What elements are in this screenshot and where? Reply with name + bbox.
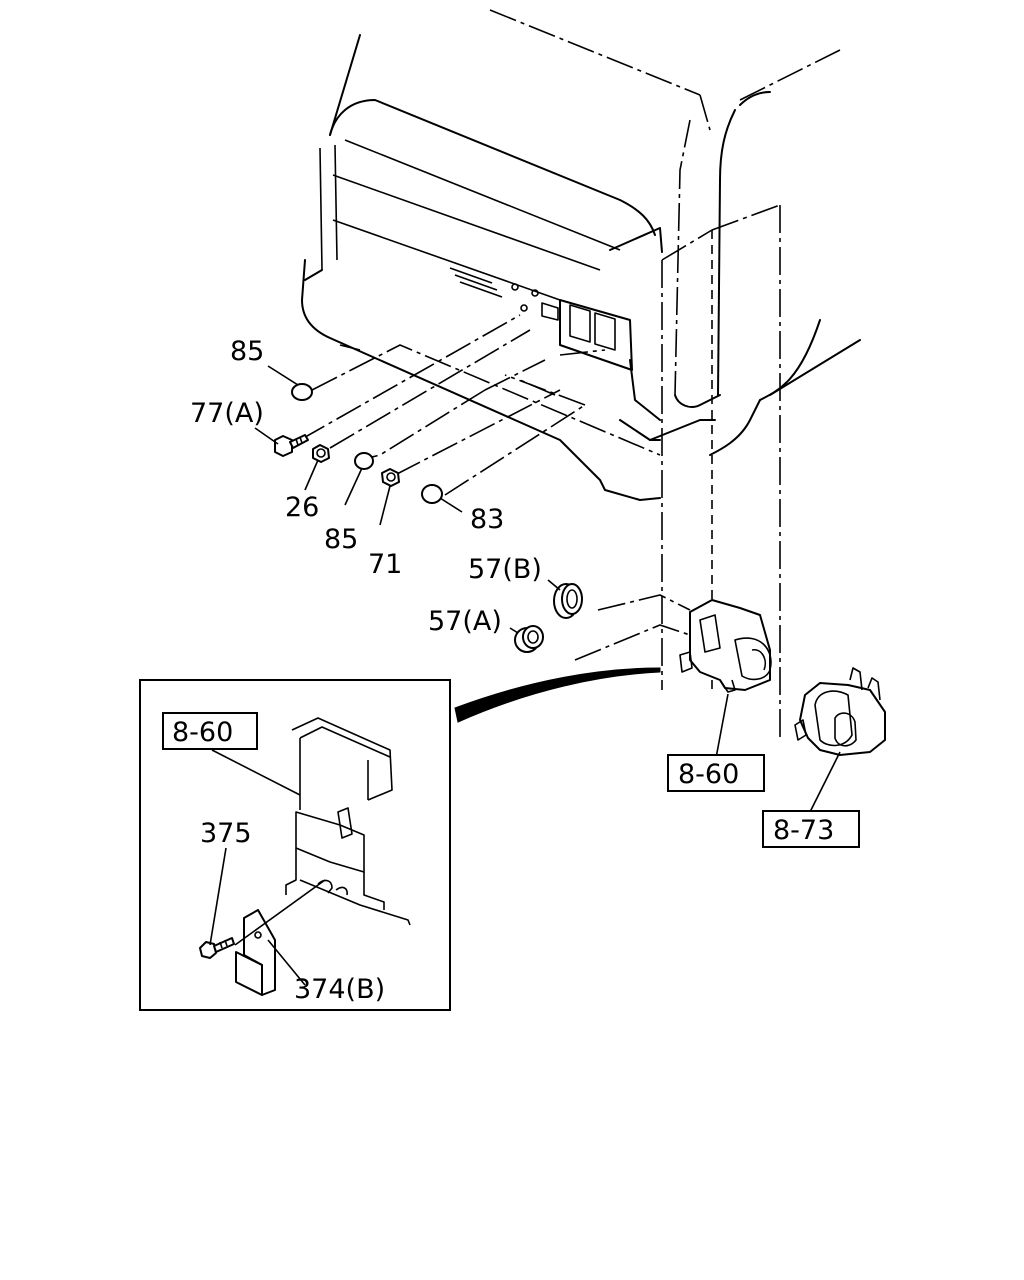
grommet-57b xyxy=(553,583,583,619)
leader-lines xyxy=(254,365,841,813)
callout-375: 375 xyxy=(200,818,252,849)
seal-83 xyxy=(421,484,443,504)
nut-71 xyxy=(381,468,400,487)
seal-85-bottom xyxy=(354,452,374,470)
cab-front xyxy=(301,9,861,740)
lamp-mount-panel xyxy=(511,283,633,371)
callout-8-60-main: 8-60 xyxy=(667,754,765,792)
bracket-8-60 xyxy=(679,599,772,693)
callout-8-60-inset: 8-60 xyxy=(162,712,258,750)
nut-26 xyxy=(312,444,330,463)
callout-57a: 57(A) xyxy=(428,606,502,637)
callout-8-73-text: 8-73 xyxy=(773,815,834,846)
callout-85-bottom: 85 xyxy=(324,524,358,555)
callout-71: 71 xyxy=(368,549,402,580)
callout-26: 26 xyxy=(285,492,319,523)
callout-83: 83 xyxy=(470,504,504,535)
callout-374b: 374(B) xyxy=(294,974,385,1005)
bolt-77a xyxy=(274,434,309,457)
grommet-57a xyxy=(514,625,544,653)
callout-8-73: 8-73 xyxy=(762,810,860,848)
lamp-8-73 xyxy=(794,667,886,756)
inset-pointer-arrow xyxy=(454,667,661,723)
callout-57b: 57(B) xyxy=(468,554,542,585)
callout-8-60-main-text: 8-60 xyxy=(678,759,739,790)
callout-85-top: 85 xyxy=(230,336,264,367)
seal-85-top xyxy=(291,383,313,401)
callout-77a: 77(A) xyxy=(190,398,264,429)
callout-8-60-inset-text: 8-60 xyxy=(172,717,233,748)
